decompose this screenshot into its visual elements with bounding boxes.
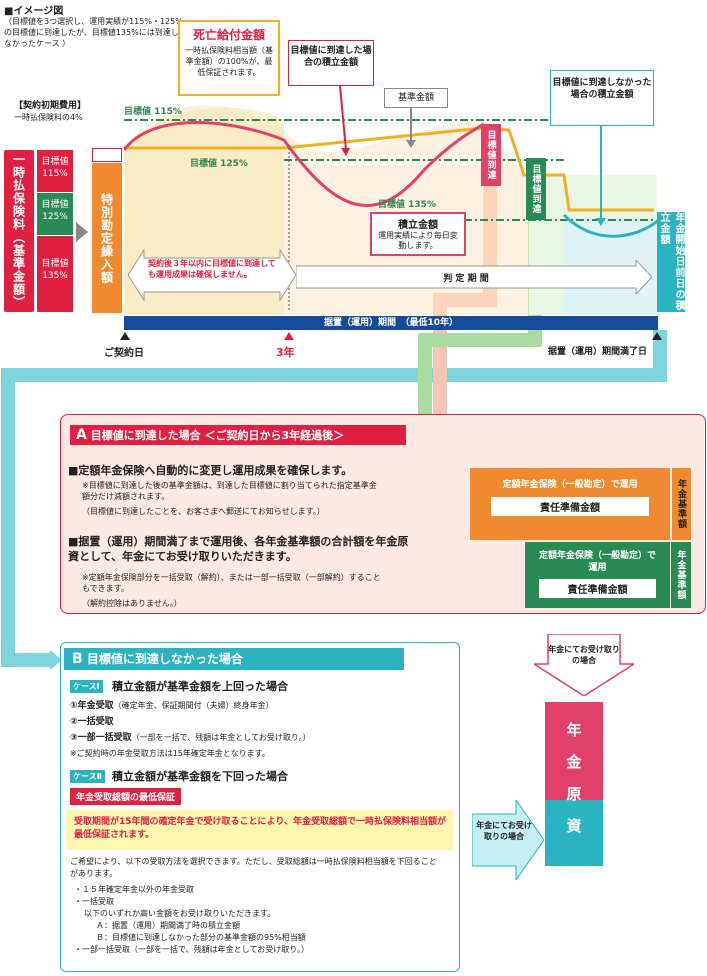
section-a-p2-note1: ※定額年金保険部分を一括受取（解約）、または一部一括受取（一部解約）することもで… [82, 573, 381, 593]
pension-fund-label: 年 金 原 資 [566, 721, 582, 835]
section-a-p2: ■据置（運用）期間満了まで運用後、各年金基準額の合計額を年金原資として、年金にて… [68, 535, 409, 563]
pension-fund-top [545, 702, 603, 800]
reached-1-tag: 目標値到達 [481, 124, 501, 186]
case1-item-2: ②一括受取 [70, 717, 114, 727]
base-amount-callout: 基準金額 [384, 88, 448, 108]
arrow-right [472, 800, 544, 880]
guarantee-text: 契約後３年以内に目標値に到達しても運用成果は確保しません。 [148, 259, 276, 279]
pension-prev-day-bar: 年金開始日前日の積立金額 [657, 212, 685, 312]
death-benefit-title: 死亡給付金額 [192, 28, 265, 42]
accum-curve [124, 121, 485, 208]
case2-title: 積立金額が基準金額を下回った場合 [112, 770, 288, 783]
gray-arrow-icon [76, 222, 88, 242]
arrow-right-text: 年金にてお受け取りの場合 [476, 821, 532, 841]
target-125-label: 目標値 125% [190, 159, 248, 169]
section-a-p2-note2: （解約控除はありません。） [82, 599, 182, 608]
page-title: ■イメージ図 [4, 6, 64, 17]
case2-options: ・１５年確定年金以外の年金受取 ・一括受取 以下のいずれか高い金額をお受け取りい… [74, 885, 310, 954]
not-reached-callout: 目標値に到達しなかった場合の積立金額 [550, 70, 654, 126]
target-135-label: 目標値 135% [378, 200, 436, 210]
accum-text: 運用実績により毎日変動します。 [378, 231, 458, 250]
case1-tag: ケースⅠ [70, 680, 103, 693]
judge-period-label: 判 定 期 間 [443, 274, 489, 284]
target-135-box: 目標値135% [37, 236, 73, 312]
section-a-p1: ■定額年金保険へ自動的に変更し運用成果を確保します。 [68, 464, 353, 477]
target-115-label: 目標値 115% [124, 107, 182, 117]
case1-item-1: ①年金受取（確定年金、保証期間付（夫婦）終身年金） [70, 701, 274, 711]
a-box-2-title: 定額年金保険（一般勘定）で運用 [538, 551, 656, 573]
target-125-box: 目標値125% [37, 193, 73, 235]
section-b-header: B 目標値に到達しなかった場合 [64, 648, 404, 670]
a-box-2-side: 年金基準額 [671, 542, 691, 608]
teal-flow-arrow [1, 330, 667, 667]
arrow-down [534, 634, 634, 696]
special-account-bar: 特別勘定繰入額 [92, 163, 122, 313]
case2-desc: ご希望により、以下の受取方法を選択できます。ただし、受取総額は一時払保険料相当額… [70, 857, 437, 878]
section-a-header: A 目標値に到達した場合 ＜ご契約日から3年経過後＞ [70, 425, 406, 445]
judge-period-arrow: 判 定 期 間 [295, 258, 653, 296]
case1-list: ①年金受取（確定年金、保証期間付（夫婦）終身年金） ②一括受取 ③一部一括受取（… [70, 698, 450, 761]
case1-title: 積立金額が基準金額を上回った場合 [112, 680, 288, 693]
base-amount-line [124, 126, 654, 212]
year3-label: 3年 [276, 346, 295, 359]
section-a-p1-note2: （目標値に到達したことを、お客さまへ郵送にてお知らせします。） [82, 507, 325, 516]
a-box-1: 定額年金保険（一般勘定）で運用 責任準備金額 [470, 468, 670, 540]
contract-day-label: ご契約日 [104, 348, 144, 359]
contract-day-marker [120, 332, 130, 340]
guarantee-arrow: 契約後３年以内に目標値に到達しても運用成果は確保しません。 [127, 248, 297, 302]
accum-callout: 積立金額 運用実績により毎日変動します。 [370, 212, 466, 256]
death-benefit-text: 一時払保険料相当額（基準金額）の100%が、最低保証されます。 [185, 46, 273, 77]
pension-fund-bottom [545, 800, 603, 866]
year3-marker [284, 332, 294, 340]
a-box-2-reserve: 責任準備金額 [539, 579, 656, 598]
section-b-panel [60, 642, 460, 972]
case1-item-3: ③一部一括受取（一部を一括で、残額は年金としてお受け取り。） [70, 733, 311, 743]
header-note: （目標値を3つ選択し、運用実績が115%・125%の目標値に到達したが、目標値1… [4, 17, 183, 48]
guarantee-text-box: 受取期間が15年間の確定年金で受け取ることにより、年金受取総額で一時払保険料相当… [66, 810, 454, 850]
deferral-end-label: 据置（運用）期間満了日 [548, 347, 648, 357]
initial-cost-text: 一時払保険料の4% [14, 113, 83, 122]
section-a-p1-note1: ※目標値に到達した後の基準金額は、到達した目標値に割り当てられた指定基準金額分だ… [82, 481, 377, 501]
a-box-1-title: 定額年金保険（一般勘定）で運用 [502, 480, 638, 490]
target-115-box: 目標値115% [37, 150, 73, 192]
min-guarantee-tag: 年金受取総額の最低保証 [70, 788, 182, 805]
reached-2-tag: 目標値到達 [526, 158, 546, 220]
death-benefit-callout: 死亡給付金額 一時払保険料相当額（基準金額）の100%が、最低保証されます。 [178, 20, 280, 96]
deferral-bar: 据置（運用）期間 （最低10年） [124, 316, 658, 330]
case2-tag: ケースⅡ [70, 770, 105, 783]
not-reached-curve [562, 213, 660, 238]
premium-bar: 一時払保険料（基準金額） [4, 150, 34, 312]
initial-cost-title: 【契約初期費用】 [14, 101, 87, 111]
a-box-1-side: 年金基準額 [671, 468, 691, 540]
initial-cost-box [92, 148, 122, 162]
reached-amount-callout: 目標値に到達した場合の積立金額 [288, 40, 374, 86]
deferral-end-marker [652, 332, 662, 340]
a-box-2: 定額年金保険（一般勘定）で運用 責任準備金額 [525, 542, 670, 608]
accum-title: 積立金額 [398, 220, 438, 231]
a-box-1-reserve: 責任準備金額 [491, 497, 649, 516]
case1-note: ※ご契約時の年金受取方法は15年確定年金となります。 [70, 749, 270, 758]
arrow-down-text: 年金にてお受け取りの場合 [548, 645, 620, 665]
